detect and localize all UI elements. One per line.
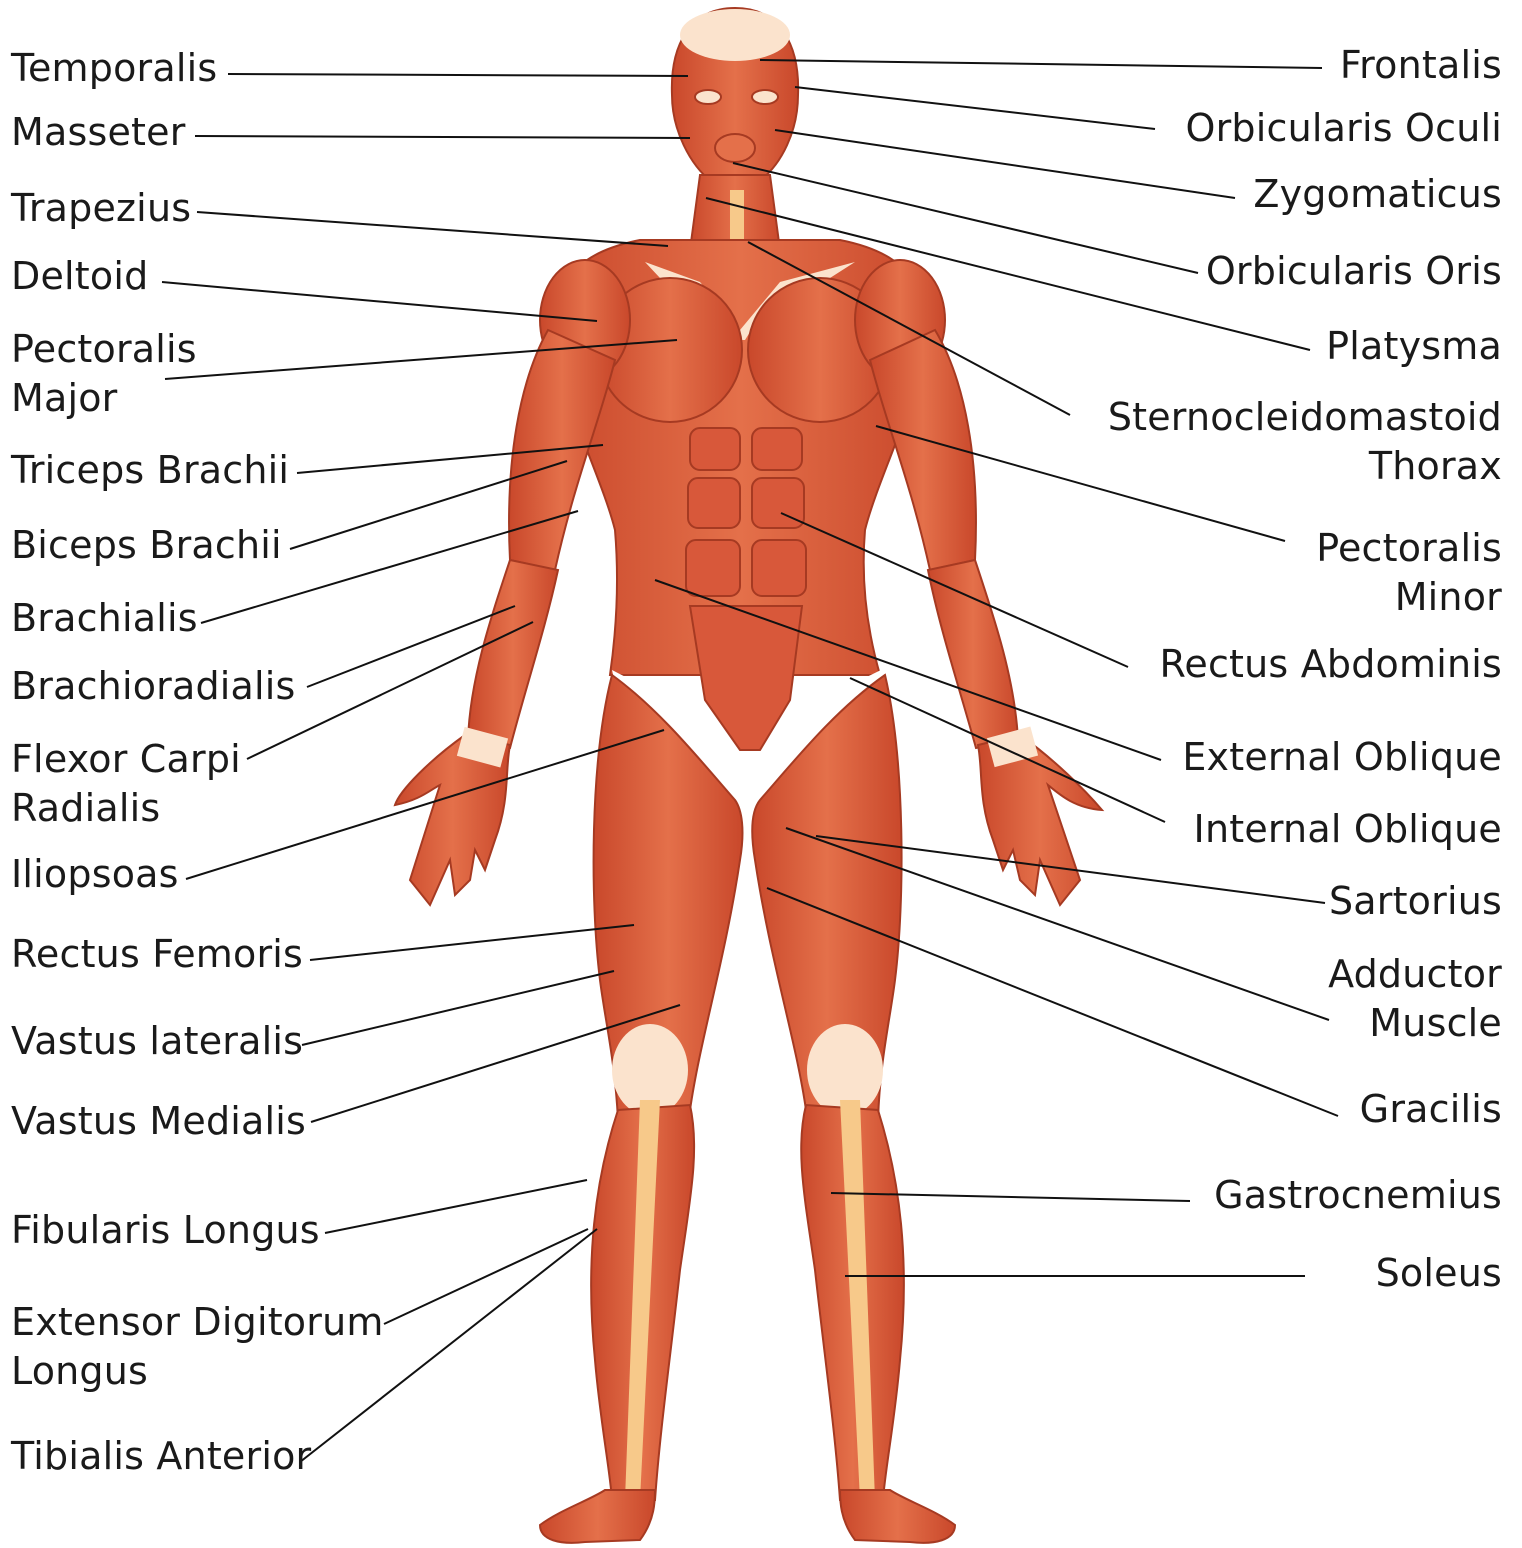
label-tibialis-anterior: Tibialis Anterior	[11, 1432, 311, 1481]
label-pectoralis-major: Pectoralis Major	[11, 325, 197, 423]
label-sternocleidomastoid-thorax: Sternocleidomastoid Thorax	[1108, 393, 1502, 491]
label-rectus-femoris: Rectus Femoris	[11, 930, 303, 979]
left-forearm	[468, 560, 558, 748]
label-brachioradialis: Brachioradialis	[11, 662, 296, 711]
label-orbicularis-oculi: Orbicularis Oculi	[1186, 104, 1503, 153]
label-vastus-medialis: Vastus Medialis	[11, 1097, 306, 1146]
human-body-illustration	[395, 8, 1102, 1543]
label-triceps-brachii: Triceps Brachii	[11, 446, 289, 495]
leader-line-zygomaticus	[775, 130, 1235, 198]
label-soleus: Soleus	[1376, 1249, 1502, 1298]
leader-line-frontalis	[760, 60, 1322, 68]
leader-line-extensor-digitorum-longus	[384, 1229, 588, 1324]
label-platysma: Platysma	[1326, 322, 1502, 371]
right-foot	[840, 1490, 955, 1543]
mouth	[715, 134, 755, 162]
leader-line-deltoid	[162, 282, 597, 321]
label-frontalis: Frontalis	[1340, 41, 1502, 90]
left-foot	[540, 1490, 655, 1543]
label-iliopsoas: Iliopsoas	[11, 850, 179, 899]
label-fibularis-longus: Fibularis Longus	[11, 1206, 320, 1255]
label-external-oblique: External Oblique	[1182, 733, 1502, 782]
leader-line-trapezius	[197, 212, 668, 246]
label-masseter: Masseter	[11, 108, 186, 157]
label-extensor-digitorum-longus: Extensor Digitorum Longus	[11, 1298, 384, 1396]
label-vastus-lateralis: Vastus lateralis	[11, 1017, 303, 1066]
left-eye	[695, 90, 721, 104]
label-brachialis: Brachialis	[11, 594, 198, 643]
leader-line-vastus-lateralis	[302, 971, 614, 1045]
label-internal-oblique: Internal Oblique	[1194, 805, 1502, 854]
label-flexor-carpi-radialis: Flexor Carpi Radialis	[11, 735, 241, 833]
label-zygomaticus: Zygomaticus	[1253, 170, 1502, 219]
label-gastrocnemius: Gastrocnemius	[1214, 1171, 1502, 1220]
label-sartorius: Sartorius	[1329, 877, 1502, 926]
forehead-bone	[680, 9, 790, 61]
leader-line-rectus-femoris	[310, 925, 634, 960]
label-pectoralis-minor: Pectoralis Minor	[1316, 524, 1502, 622]
right-eye	[752, 90, 778, 104]
leader-line-orbicularis-oculi	[795, 87, 1155, 129]
label-biceps-brachii: Biceps Brachii	[11, 521, 282, 570]
leader-line-masseter	[195, 136, 690, 138]
label-adductor-muscle: Adductor Muscle	[1328, 950, 1502, 1048]
leader-line-fibularis-longus	[325, 1180, 587, 1233]
label-orbicularis-oris: Orbicularis Oris	[1206, 247, 1502, 296]
label-trapezius: Trapezius	[11, 184, 191, 233]
leader-line-temporalis	[228, 74, 688, 76]
label-temporalis: Temporalis	[11, 44, 217, 93]
label-rectus-abdominis: Rectus Abdominis	[1159, 640, 1502, 689]
label-deltoid: Deltoid	[11, 252, 148, 301]
label-gracilis: Gracilis	[1360, 1085, 1502, 1134]
